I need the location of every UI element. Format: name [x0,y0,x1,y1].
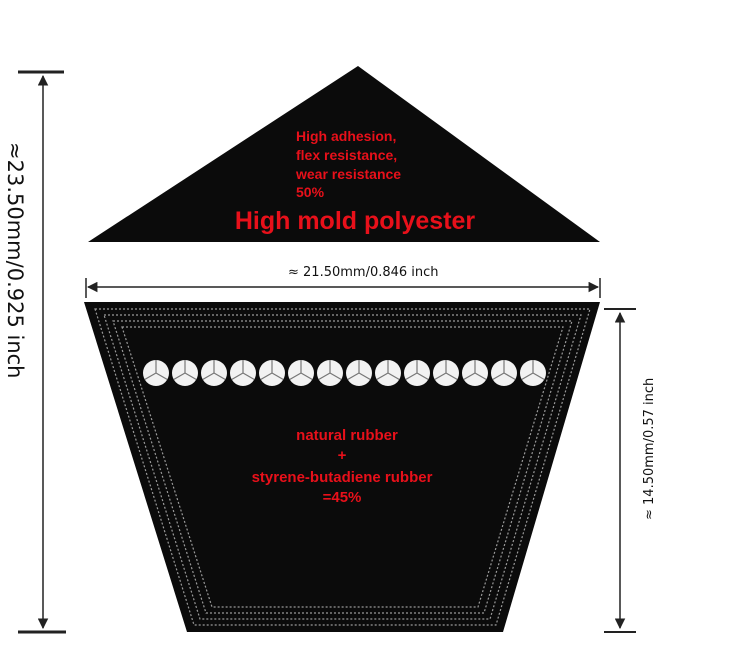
trapezoid-line-3: styrene-butadiene rubber [252,469,433,486]
tensile-cord [317,360,343,386]
polyester-triangle [88,66,600,242]
tensile-cord [172,360,198,386]
tensile-cord [230,360,256,386]
tensile-cord [375,360,401,386]
belt-height-label: ≈ 14.50mm/0.57 inch [642,378,657,520]
tensile-cord [404,360,430,386]
belt-trapezoid [84,302,600,632]
tensile-cords-row [143,360,546,386]
tensile-cord [462,360,488,386]
belt-fabric-layer-2 [103,314,582,620]
tensile-cord [346,360,372,386]
triangle-line-2: flex resistance, [296,147,397,163]
trapezoid-line-1: natural rubber [296,427,398,444]
triangle-line-1: High adhesion, [296,128,396,144]
triangle-title: High mold polyester [235,207,476,235]
tensile-cord [491,360,517,386]
triangle-line-3: wear resistance [295,166,401,182]
trapezoid-line-2: + [338,447,347,464]
trapezoid-line-4: =45% [323,489,362,506]
tensile-cord [259,360,285,386]
belt-fabric-layer-3 [112,320,573,614]
total-height-label: ≈23.50mm/0.925 inch [3,142,27,379]
belt-fabric-layer-1 [94,308,591,626]
tensile-cord [433,360,459,386]
top-width-label-bg [284,262,470,280]
triangle-line-4: 50% [296,184,325,200]
belt-fabric-layer-4 [121,326,564,608]
tensile-cord [520,360,546,386]
top-width-label: ≈ 21.50mm/0.846 inch [288,265,439,280]
tensile-cord [288,360,314,386]
tensile-cord [201,360,227,386]
tensile-cord [143,360,169,386]
